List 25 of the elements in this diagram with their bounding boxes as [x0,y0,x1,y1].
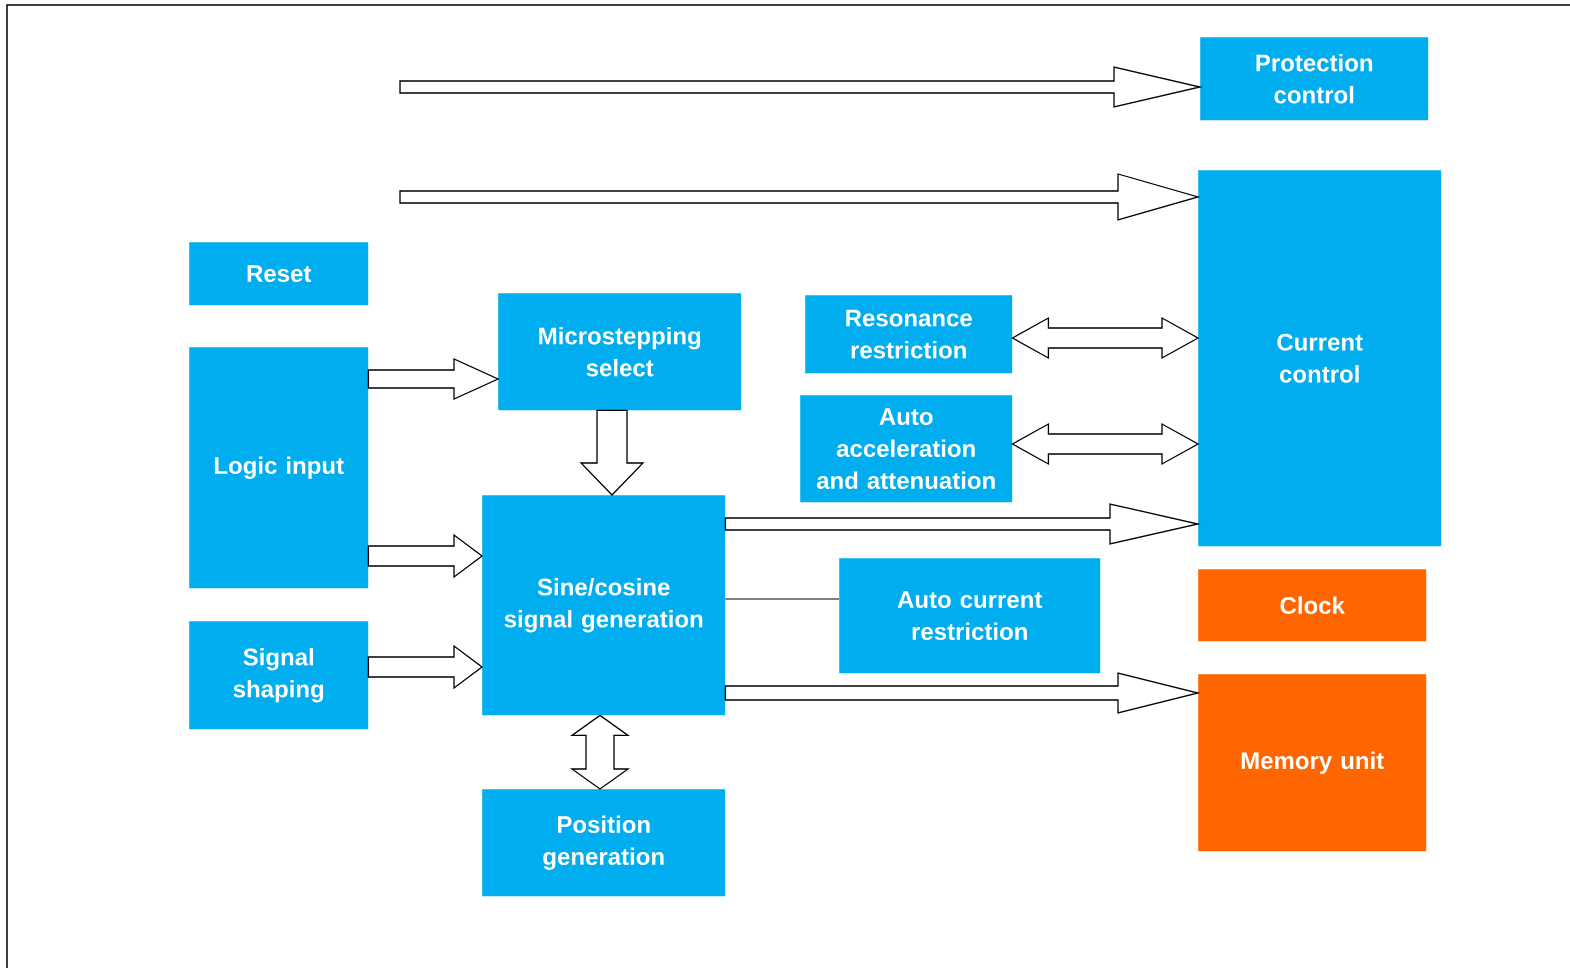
double-block-arrow [570,714,631,790]
block-arrow [367,533,484,579]
process-box: Sine/cosine signal generation [482,495,726,716]
block-arrow [399,66,1203,108]
process-box: Microstepping select [498,293,742,411]
process-box: Current control [1198,170,1442,547]
double-block-arrow [1011,422,1200,466]
block-arrow [399,173,1201,221]
block-arrow [367,644,484,690]
block-arrow [579,409,645,496]
process-box: Logic input [189,347,369,589]
connector-line [724,598,840,600]
block-arrow [724,672,1201,714]
process-box: Signal shaping [189,621,369,730]
storage-box: Memory unit [1198,674,1427,852]
process-box: Position generation [482,789,726,897]
process-box: Protection control [1200,37,1429,121]
process-box: Auto acceleration and attenuation [800,395,1013,503]
storage-box: Clock [1198,569,1427,642]
block-arrow [724,503,1201,545]
process-box: Auto current restriction [839,558,1101,674]
process-box: Reset [189,242,369,306]
block-arrow [367,358,500,400]
double-block-arrow [1011,316,1200,360]
process-box: Resonance restriction [805,295,1013,374]
